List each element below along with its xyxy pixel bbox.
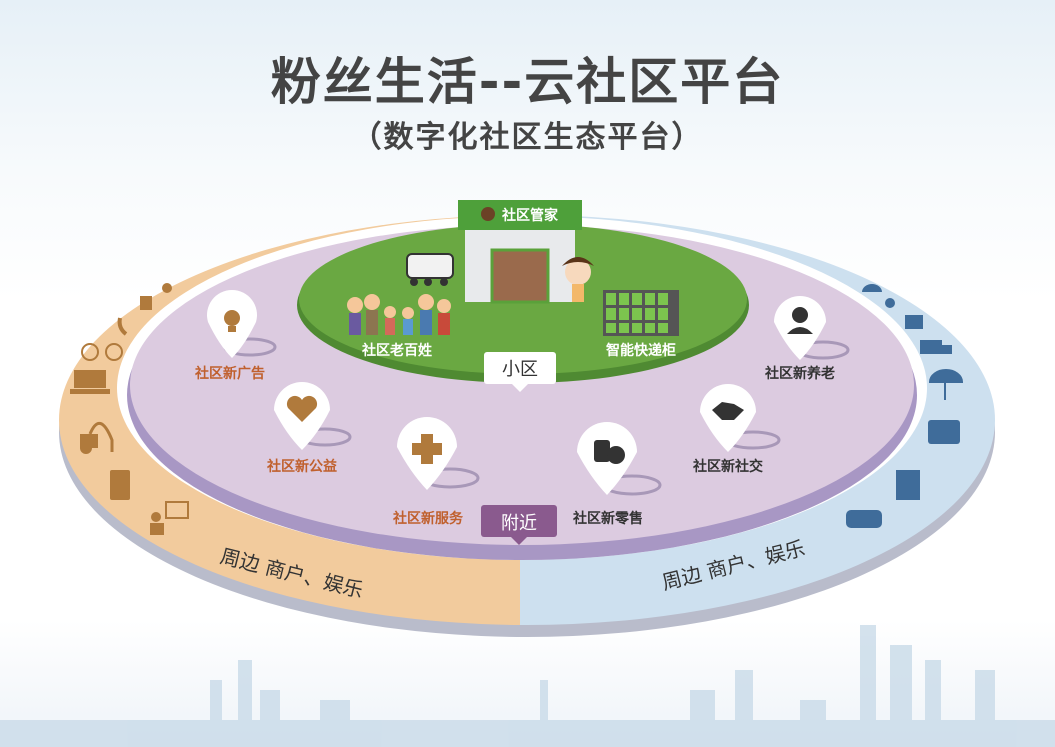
girl-mascot-icon [562,257,594,302]
book-icon [896,470,920,500]
nearby-badge: 附近 [481,505,557,545]
medical-kit-icon [928,420,960,444]
residents-label: 社区老百姓 [361,342,432,359]
service-pin-elderly: 社区新养老 [764,296,850,382]
medical-cross-icon [412,434,442,464]
svg-text:附近: 附近 [501,513,537,534]
taxi-icon [846,510,882,528]
svg-text:小区: 小区 [502,359,538,380]
service-pin-service: 社区新服务 [392,417,480,527]
svg-text:社区新服务: 社区新服务 [392,510,464,527]
community-badge: 小区 [484,352,556,392]
page-subtitle: （数字化社区生态平台） [351,120,704,155]
pos-terminal-icon [110,470,130,500]
service-pin-ad: 社区新广告 [194,290,277,382]
laptop-icon [70,370,110,394]
smart-locker-icon [603,290,679,336]
truck-icon [920,340,952,354]
cake-icon [162,283,172,293]
service-pin-retail: 社区新零售 [572,422,662,527]
store-sign: 社区管家 [501,207,559,224]
delivery-robot-icon [406,253,454,286]
heart-icon [286,395,318,422]
svg-text:社区新养老: 社区新养老 [764,365,835,382]
svg-text:社区新社交: 社区新社交 [692,458,763,475]
meeting-icon [150,501,189,535]
vacuum-icon [80,422,114,454]
gift-icon [905,315,923,329]
svg-text:社区新零售: 社区新零售 [572,510,643,527]
page-title: 粉丝生活--云社区平台 [270,53,785,111]
service-pin-charity: 社区新公益 [266,382,352,475]
cherries-icon [885,298,895,308]
lightbulb-icon [224,310,240,332]
phone-icon [117,317,128,336]
community-store: 社区管家 [458,200,582,304]
cloche-icon [862,284,882,292]
handshake-icon [712,402,744,420]
coin-yuan-icon [594,440,625,464]
residents-icon [347,294,451,335]
elder-icon [787,307,813,334]
document-icon [140,296,152,310]
bicycle-icon [81,343,123,361]
city-skyline [0,625,1055,747]
umbrella-icon [928,369,964,400]
locker-label: 智能快递柜 [605,342,676,359]
svg-text:社区新广告: 社区新广告 [194,365,265,382]
service-pin-social: 社区新社交 [692,384,781,475]
svg-text:社区新公益: 社区新公益 [266,458,337,475]
